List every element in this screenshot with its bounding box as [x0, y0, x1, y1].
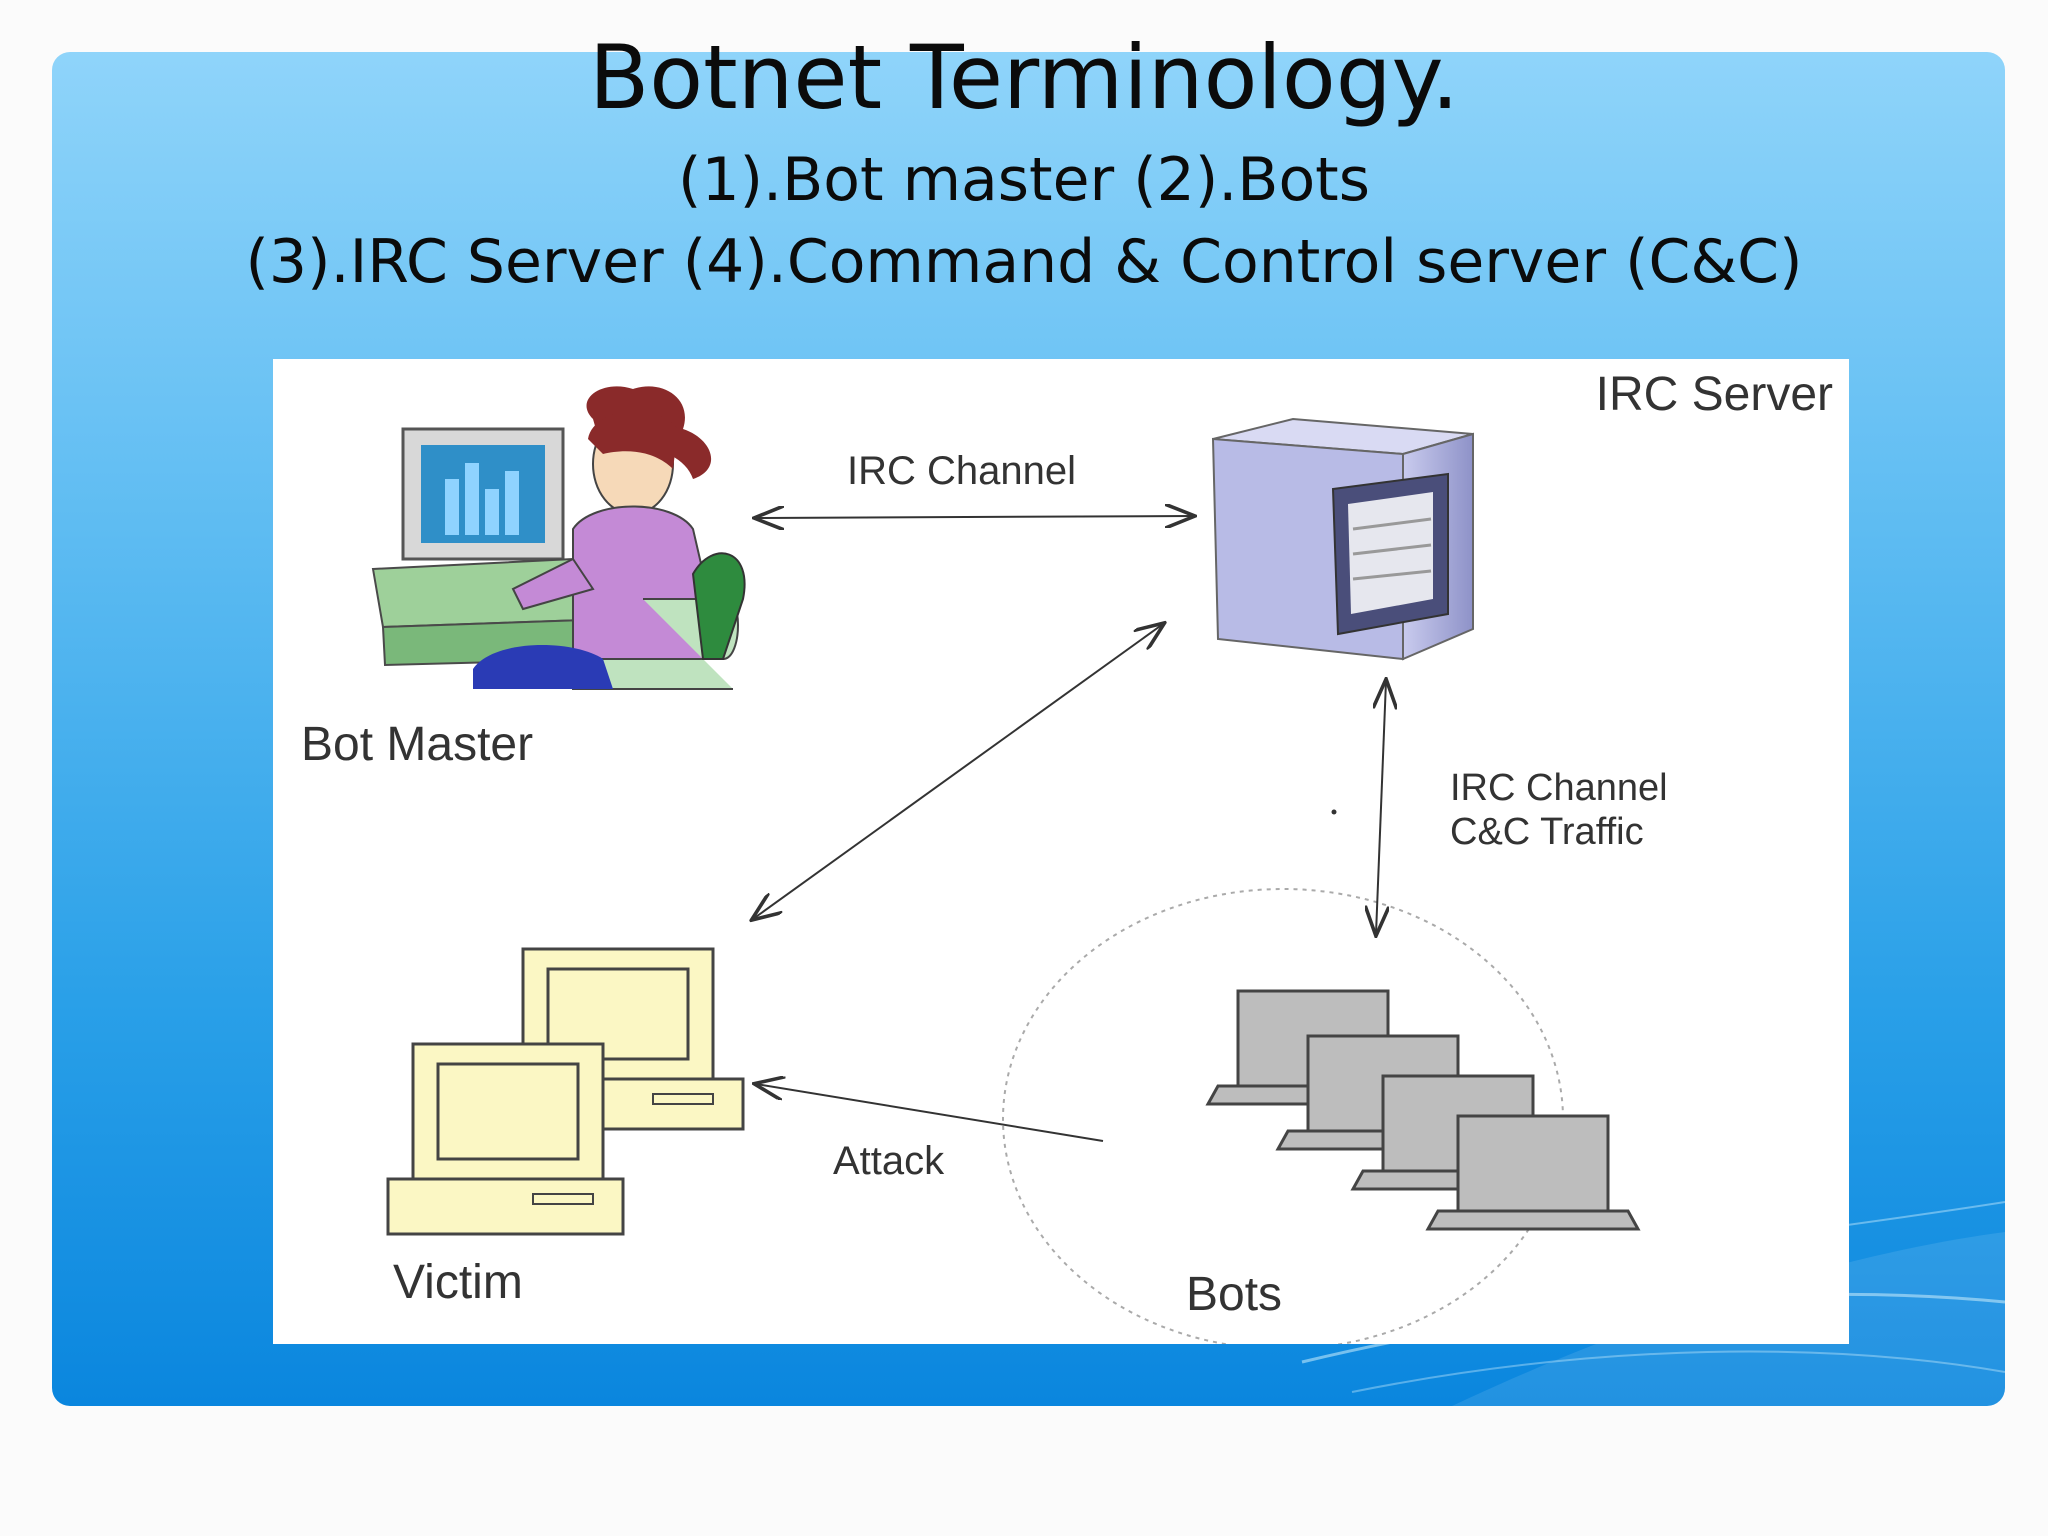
irc-server-icon [1211, 417, 1474, 661]
cc-label-line2: C&C Traffic [1450, 811, 1644, 853]
cc-traffic-arrow [1376, 681, 1386, 934]
slide-subtitle-line2: (3).IRC Server (4).Command & Control ser… [245, 227, 1803, 297]
diagram-artwork [371, 386, 1641, 1344]
diagonal-arrow [753, 624, 1163, 919]
irc-channel-label: IRC Channel [847, 449, 1077, 493]
irc-server-label: IRC Server [1595, 368, 1833, 421]
bot-master-label: Bot Master [301, 718, 534, 771]
bot-master-icon [371, 386, 746, 690]
stray-dot [1331, 809, 1337, 815]
irc-channel-arrow [756, 516, 1193, 518]
slide-title: Botnet Terminology. [588, 26, 1460, 129]
slide-subtitle-line1: (1).Bot master (2).Bots [678, 145, 1370, 215]
cc-label-line1: IRC Channel [1450, 767, 1668, 809]
victim-computers-icon [386, 947, 745, 1236]
attack-label: Attack [833, 1139, 945, 1183]
victim-label: Victim [393, 1256, 523, 1309]
bots-laptops-icon [1002, 888, 1641, 1344]
attack-arrow [756, 1084, 1104, 1142]
botnet-diagram: IRC Server IRC Channel Bot Master IRC Ch… [273, 359, 1849, 1344]
bots-label: Bots [1186, 1268, 1283, 1321]
